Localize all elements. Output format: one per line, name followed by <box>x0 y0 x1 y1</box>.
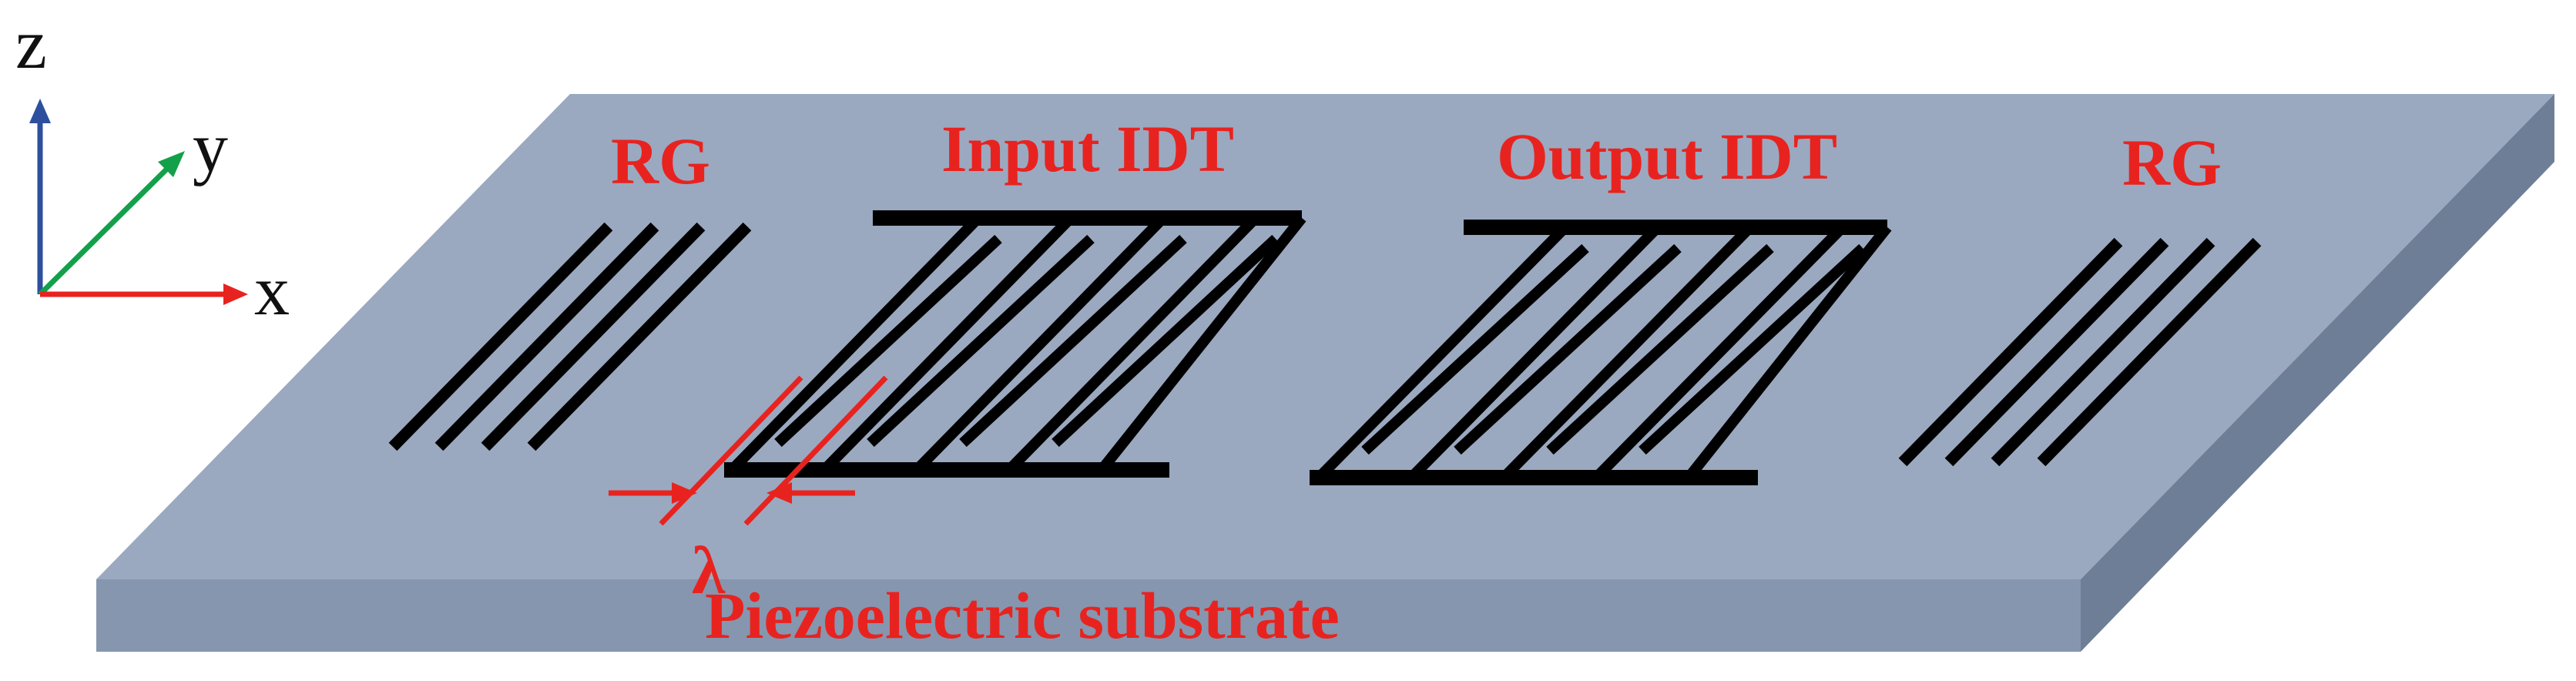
input-idt <box>724 210 1306 478</box>
arrow-up-icon <box>29 99 51 294</box>
substrate-front-face <box>96 579 2081 652</box>
substrate-top-face <box>96 94 2554 579</box>
coordinate-axes <box>29 99 248 305</box>
axis-label-y: y <box>193 108 228 186</box>
piezoelectric-substrate <box>96 94 2554 652</box>
label-substrate: Piezoelectric substrate <box>705 579 1340 652</box>
output-idt-fingers <box>1315 223 1892 481</box>
label-wavelength: λ <box>692 534 726 609</box>
input-idt-fingers <box>727 214 1306 474</box>
axis-label-x: x <box>254 251 290 330</box>
arrow-diagonal-icon <box>38 151 185 297</box>
label-rg-left: RG <box>611 124 710 198</box>
arrow-right-icon <box>40 283 248 305</box>
arrow-right-icon <box>672 482 697 504</box>
axis-label-z: z <box>15 5 47 83</box>
wavelength-guide-right <box>743 375 888 526</box>
label-input-idt: Input IDT <box>941 112 1234 186</box>
reflector-grating-right <box>1898 237 2262 467</box>
output-idt <box>1310 220 1892 485</box>
wavelength-annotation <box>609 375 888 526</box>
wavelength-guide-left <box>659 375 803 526</box>
arrow-left-icon <box>766 482 792 504</box>
reflector-grating-left <box>388 222 752 451</box>
label-output-idt: Output IDT <box>1497 119 1837 193</box>
substrate-side-face <box>2081 94 2554 652</box>
label-rg-right: RG <box>2122 126 2222 200</box>
